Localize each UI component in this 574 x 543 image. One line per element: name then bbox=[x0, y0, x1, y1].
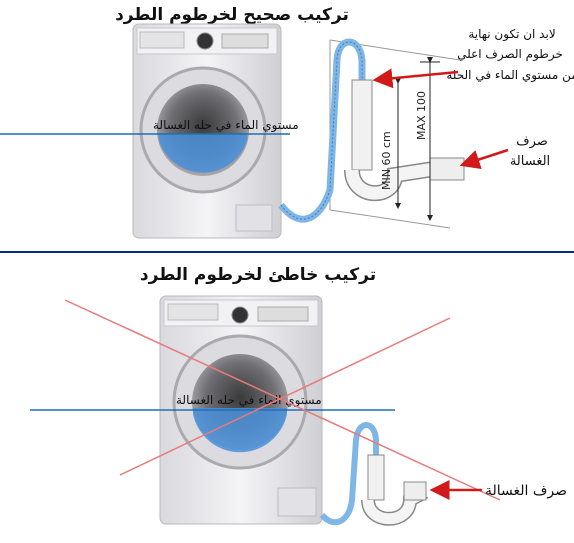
drain-label-top-line1: صرف bbox=[516, 134, 548, 149]
display-panel bbox=[221, 33, 269, 49]
cross-line-2 bbox=[119, 317, 451, 476]
detergent-drawer bbox=[167, 303, 219, 321]
wall-top bbox=[329, 39, 461, 229]
drain-arrow-top bbox=[459, 148, 509, 170]
correct-title: تركيب صحيح لخرطوم الطرد bbox=[115, 5, 349, 25]
hose-end-note-line2: خرطوم الصرف اعلي bbox=[457, 47, 563, 62]
drain-hose-bottom bbox=[319, 422, 379, 526]
min-dimension-label: MIN 60 cm bbox=[380, 131, 393, 190]
display-panel bbox=[257, 306, 309, 322]
drum-water bbox=[159, 134, 247, 173]
drain-label-bottom: صرف الغسالة bbox=[485, 483, 567, 499]
selector-knob bbox=[231, 306, 249, 324]
correct-installation-section: تركيب صحيح لخرطوم الطرد مستوي الماء في ح… bbox=[0, 5, 574, 239]
drum-water bbox=[193, 408, 287, 453]
max-dimension-label: MAX 100 bbox=[415, 91, 428, 140]
hose-end-note-line1: لابد ان تكون نهاية bbox=[468, 27, 555, 42]
wrong-installation-section: تركيب خاطئ لخرطوم الطرد مستوي الماء في ح… bbox=[30, 265, 567, 526]
standpipe-bottom bbox=[361, 454, 429, 526]
wrong-title: تركيب خاطئ لخرطوم الطرد bbox=[140, 265, 376, 285]
service-hatch bbox=[235, 204, 273, 232]
water-level-label-bottom: مستوي الماء في حله الغسالة bbox=[176, 393, 322, 408]
washing-machine-top bbox=[132, 23, 282, 239]
water-level-label-top: مستوي الماء في حله الغسالة bbox=[153, 118, 299, 133]
cross-line-1 bbox=[64, 299, 501, 501]
drain-label-top-line2: الغسالة bbox=[510, 154, 550, 169]
service-hatch bbox=[277, 487, 317, 517]
washing-machine-bottom bbox=[159, 295, 323, 525]
standpipe-top bbox=[344, 79, 465, 202]
note-arrow bbox=[372, 68, 459, 89]
selector-knob bbox=[196, 32, 214, 50]
hose-end-note-line3: من مستوي الماء في الحله bbox=[446, 68, 574, 83]
detergent-drawer bbox=[139, 31, 185, 49]
